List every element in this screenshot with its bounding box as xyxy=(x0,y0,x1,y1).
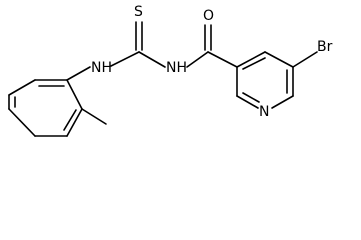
methyl-bond xyxy=(81,108,107,125)
pyridine-ring-bond-1 xyxy=(236,51,266,68)
pyridine-double-bond-3 xyxy=(242,92,260,103)
nitrogen-atom-label: N xyxy=(259,104,269,120)
aryl-nh-bond xyxy=(66,66,91,81)
chemical-structure-diagram: S O NH NH Br N xyxy=(8,4,333,137)
pyridine-double-bond-1 xyxy=(242,57,266,70)
pyridine-br-bond xyxy=(292,51,318,68)
oxygen-atom-label: O xyxy=(203,8,214,24)
pyridine-ring-bond-4 xyxy=(271,95,294,109)
tolyl-ring-bond-6 xyxy=(8,108,36,137)
bromine-atom-label: Br xyxy=(317,39,333,55)
sulfur-atom-label: S xyxy=(134,4,143,20)
carbonyl-pyridine-bond xyxy=(207,51,238,68)
tolyl-ring-bond-1 xyxy=(8,79,36,96)
thio-nh-bond xyxy=(138,51,166,68)
pyridine-ring-bond-2 xyxy=(264,51,294,68)
tolyl-ring-bond-4 xyxy=(66,108,83,137)
tolyl-ring-bond-3 xyxy=(66,79,83,110)
tolyl-ring-double-bond-2 xyxy=(63,109,77,131)
nh-thio-bond xyxy=(110,51,140,67)
nh-left-atom-label: NH xyxy=(91,60,112,76)
nh-carbonyl-bond xyxy=(186,51,209,68)
pyridine-ring-bond-5 xyxy=(236,95,259,109)
nh-right-atom-label: NH xyxy=(166,60,187,76)
